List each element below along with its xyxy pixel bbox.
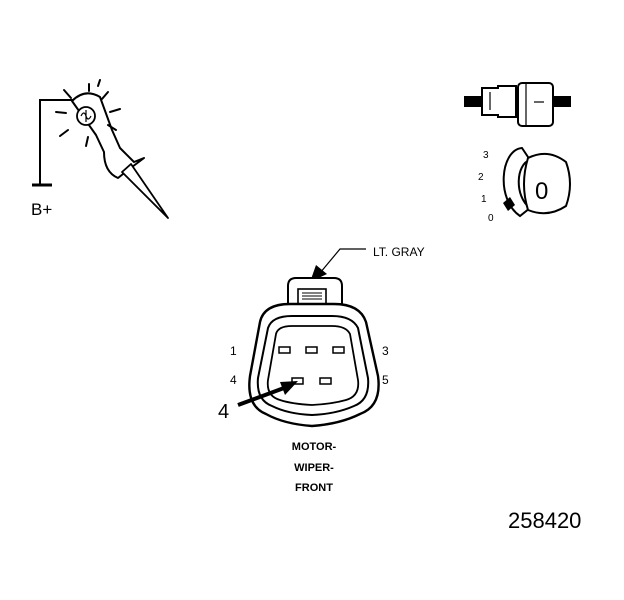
terminal-cavity-2 — [305, 346, 318, 354]
connector-inner-cavity — [266, 325, 360, 406]
ignition-switch-icon: 3 2 1 0 0 — [478, 146, 571, 224]
pin-label-4: 4 — [230, 373, 237, 387]
terminal-cavity-5 — [319, 377, 332, 385]
pin-label-5: 5 — [382, 373, 389, 387]
probe-lead-wire — [39, 99, 78, 185]
ignition-key-label: 0 — [535, 178, 548, 205]
probe-light-rays — [55, 79, 121, 147]
wire-color-callout: LT. GRAY — [310, 245, 425, 282]
ignition-position-3: 3 — [483, 150, 489, 161]
wire-color-leader — [319, 248, 366, 274]
connector-pair-icon — [464, 82, 571, 127]
pin-label-3: 3 — [382, 344, 389, 358]
wire-right — [553, 96, 571, 107]
connector-name-line-2: WIPER- — [294, 462, 334, 474]
terminal-cavity-1 — [278, 346, 291, 354]
key-position-marker — [503, 197, 515, 211]
connector-name: MOTOR- WIPER- FRONT — [292, 441, 337, 494]
terminal-cavity-4 — [291, 377, 304, 385]
wire-color-label: LT. GRAY — [373, 245, 425, 259]
connector-half-left — [481, 85, 517, 118]
ignition-position-1: 1 — [481, 194, 487, 205]
wire-left — [464, 96, 482, 107]
pin-callout-arrow-shaft — [237, 386, 285, 407]
connector-half-right — [517, 82, 554, 127]
figure-number: 258420 — [508, 508, 581, 533]
connector-name-line-1: MOTOR- — [292, 441, 337, 453]
ignition-position-2: 2 — [478, 172, 484, 183]
pin-callout-label: 4 — [218, 401, 229, 423]
test-probe-group: B+ — [31, 79, 169, 219]
pin-label-1: 1 — [230, 344, 237, 358]
ignition-key — [523, 152, 571, 215]
terminal-cavities — [278, 346, 345, 385]
connector-name-line-3: FRONT — [295, 482, 333, 494]
pin-callout-arrowhead — [280, 381, 298, 395]
ignition-position-0: 0 — [488, 213, 494, 224]
connector-face: 1 4 3 5 4 — [218, 277, 389, 428]
terminal-cavity-3 — [332, 346, 345, 354]
probe-lamp-filament — [80, 110, 92, 122]
supply-label: B+ — [31, 200, 52, 219]
probe-body — [71, 92, 145, 179]
probe-tip — [121, 163, 169, 219]
latch-grip-lines — [302, 292, 322, 300]
